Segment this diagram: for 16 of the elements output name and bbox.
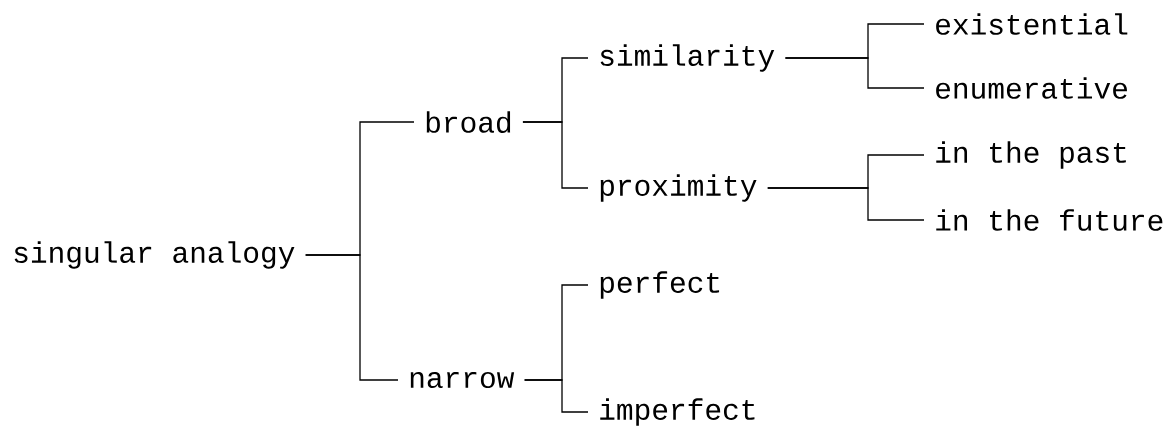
bracket-connector xyxy=(784,57,925,89)
category-label: imperfect xyxy=(600,398,755,426)
category-label: existential xyxy=(936,13,1128,35)
category-label: broad xyxy=(426,111,511,133)
category-label: singular analogy xyxy=(14,241,295,269)
bracket-connector xyxy=(305,254,399,381)
category-label: enumerative xyxy=(936,77,1127,99)
category-label: perfect xyxy=(600,271,720,299)
category-label: narrow xyxy=(410,371,515,389)
bracket-connector xyxy=(523,379,589,413)
bracket-connector xyxy=(522,121,589,189)
category-label: proximity xyxy=(600,174,757,202)
category-label: in the future xyxy=(936,209,1163,231)
category-label: in the past xyxy=(936,141,1126,169)
category-label: similarity xyxy=(600,44,775,72)
bracket-connector xyxy=(767,187,925,221)
